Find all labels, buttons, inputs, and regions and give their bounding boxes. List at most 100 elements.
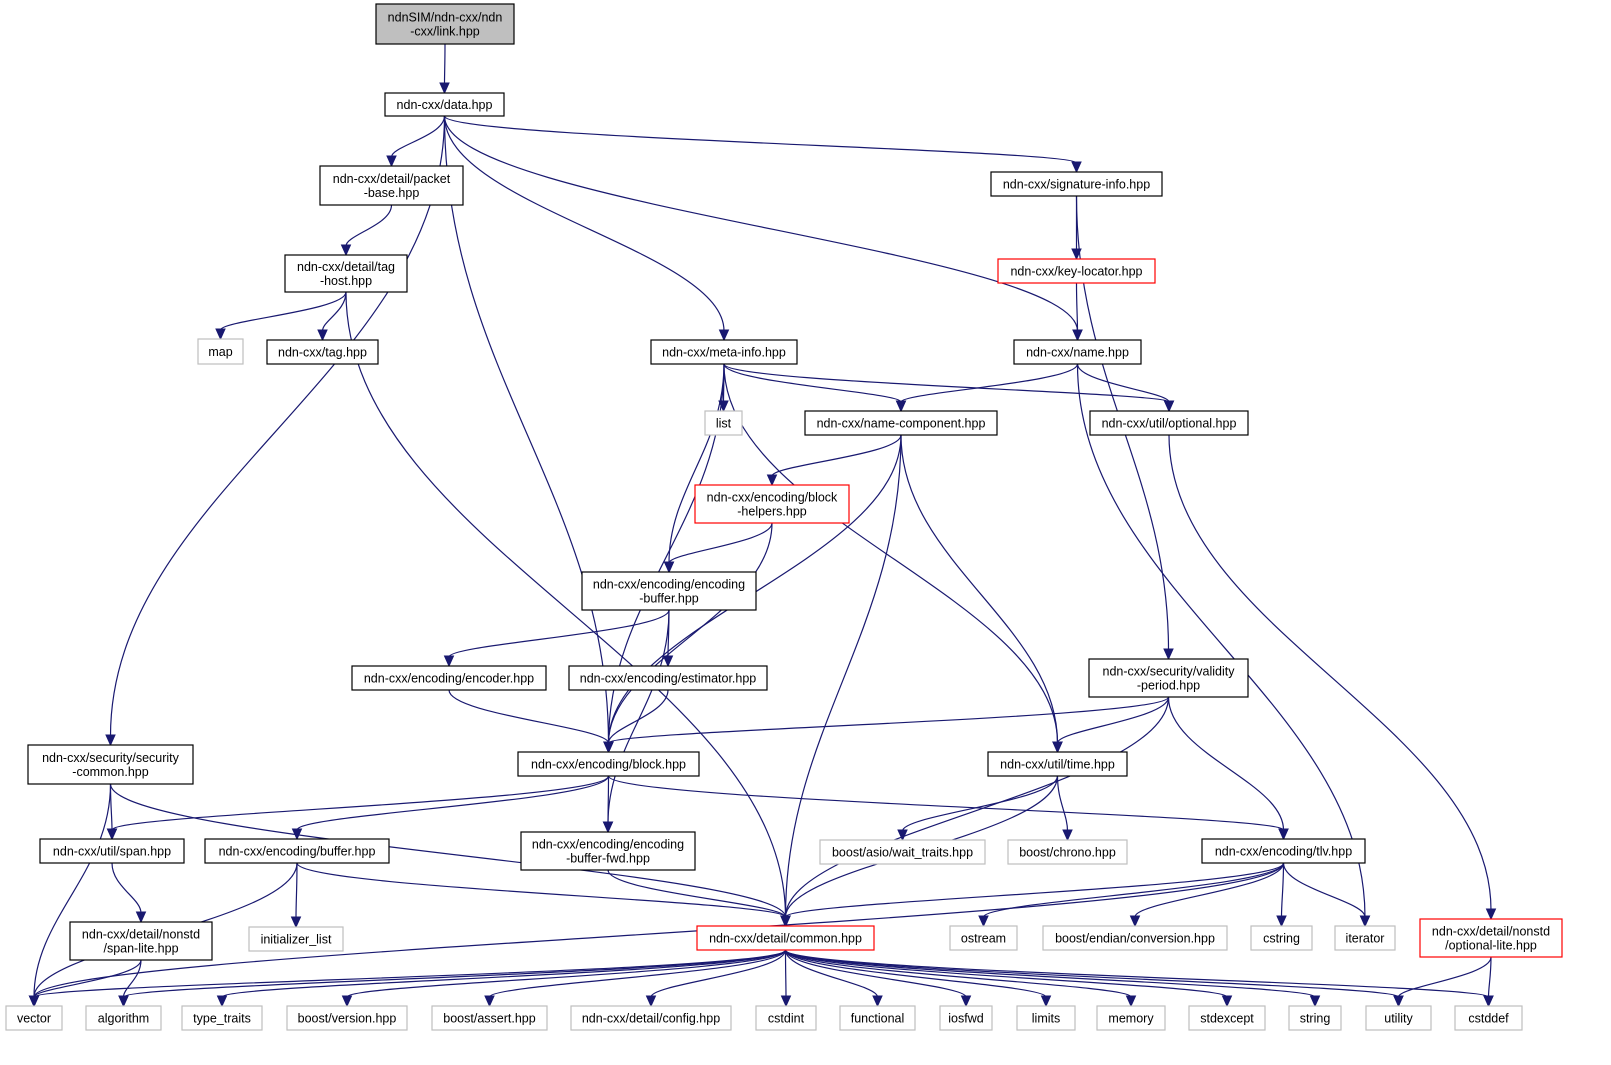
node-cstdint[interactable]: cstdint <box>755 1005 817 1031</box>
edge-common-to-cstddef <box>784 949 1494 1008</box>
node-label: initializer_list <box>261 933 332 947</box>
node-type-traits[interactable]: type_traits <box>181 1005 263 1031</box>
node-span[interactable]: ndn-cxx/util/span.hpp <box>39 838 185 864</box>
arrowhead-icon <box>105 734 116 747</box>
node-optional[interactable]: ndn-cxx/util/optional.hpp <box>1089 410 1249 436</box>
node-box <box>39 838 185 864</box>
node-data[interactable]: ndn-cxx/data.hpp <box>384 92 505 117</box>
node-stdexcept[interactable]: stdexcept <box>1188 1005 1266 1031</box>
node-boost-assert[interactable]: boost/assert.hpp <box>431 1005 548 1031</box>
node-memory[interactable]: memory <box>1096 1005 1166 1031</box>
node-label: ndn-cxx/name-component.hpp <box>817 417 986 431</box>
node-encoding-buffer-fwd[interactable]: ndn-cxx/encoding/encoding-buffer-fwd.hpp <box>520 831 696 871</box>
node-box <box>997 258 1156 284</box>
node-wait-traits[interactable]: boost/asio/wait_traits.hpp <box>819 839 986 865</box>
edge-validity_period-to-block <box>603 696 1170 754</box>
edge-encoding_buffer-to-estimator <box>662 609 674 668</box>
node-cstring[interactable]: cstring <box>1250 925 1313 951</box>
node-cstddef[interactable]: cstddef <box>1454 1005 1523 1031</box>
edge-span-to-span_lite <box>111 862 147 924</box>
node-iterator[interactable]: iterator <box>1334 925 1396 951</box>
node-string[interactable]: string <box>1288 1005 1342 1031</box>
arrowhead-icon <box>484 995 495 1008</box>
node-label: /optional-lite.hpp <box>1445 939 1537 953</box>
node-map[interactable]: map <box>197 338 244 365</box>
node-box <box>520 831 696 871</box>
node-security-common[interactable]: ndn-cxx/security/security-common.hpp <box>27 744 194 785</box>
node-encoding-buffer[interactable]: ndn-cxx/encoding/encoding-buffer.hpp <box>581 571 757 611</box>
node-buffer[interactable]: ndn-cxx/encoding/buffer.hpp <box>204 838 390 864</box>
node-optional-lite[interactable]: ndn-cxx/detail/nonstd/optional-lite.hpp <box>1419 918 1563 958</box>
node-box <box>431 1005 548 1031</box>
node-box <box>517 751 700 777</box>
node-chrono[interactable]: boost/chrono.hpp <box>1007 839 1128 865</box>
node-functional[interactable]: functional <box>839 1005 916 1031</box>
arrowhead-icon <box>895 400 907 413</box>
node-label: -common.hpp <box>72 765 148 779</box>
node-tlv[interactable]: ndn-cxx/encoding/tlv.hpp <box>1201 838 1366 864</box>
node-key-locator[interactable]: ndn-cxx/key-locator.hpp <box>997 258 1156 284</box>
node-utility[interactable]: utility <box>1365 1005 1432 1031</box>
node-encoder[interactable]: ndn-cxx/encoding/encoder.hpp <box>351 665 547 691</box>
arrowhead-icon <box>1278 828 1289 841</box>
arrowhead-icon <box>106 828 118 841</box>
node-initializer-list[interactable]: initializer_list <box>248 926 344 952</box>
node-label: stdexcept <box>1200 1012 1254 1026</box>
node-block-helpers[interactable]: ndn-cxx/encoding/block-helpers.hpp <box>694 484 850 524</box>
node-name[interactable]: ndn-cxx/name.hpp <box>1013 339 1142 365</box>
node-link[interactable]: ndnSIM/ndn-cxx/ndn-cxx/link.hpp <box>375 3 515 45</box>
node-config[interactable]: ndn-cxx/detail/config.hpp <box>570 1005 732 1031</box>
node-estimator[interactable]: ndn-cxx/encoding/estimator.hpp <box>568 665 768 691</box>
arrowhead-icon <box>215 328 226 341</box>
node-boost-version[interactable]: boost/version.hpp <box>286 1005 408 1031</box>
edge-common-to-functional <box>784 949 883 1008</box>
node-label: ndnSIM/ndn-cxx/ndn <box>388 11 503 25</box>
edge-common-to-iosfwd <box>784 949 972 1008</box>
node-span-lite[interactable]: ndn-cxx/detail/nonstd/span-lite.hpp <box>69 921 213 961</box>
arrowhead-icon <box>1221 995 1233 1008</box>
node-limits[interactable]: limits <box>1016 1005 1076 1031</box>
node-box <box>1250 925 1313 951</box>
node-tag-host[interactable]: ndn-cxx/detail/tag-host.hpp <box>284 254 408 293</box>
node-label: algorithm <box>98 1012 149 1026</box>
node-endian[interactable]: boost/endian/conversion.hpp <box>1042 925 1228 951</box>
node-label: ndn-cxx/security/validity <box>1103 665 1236 679</box>
node-time[interactable]: ndn-cxx/util/time.hpp <box>987 751 1128 777</box>
node-tag[interactable]: ndn-cxx/tag.hpp <box>266 339 379 365</box>
node-label: -helpers.hpp <box>737 505 807 519</box>
node-algorithm[interactable]: algorithm <box>85 1005 162 1031</box>
node-vector[interactable]: vector <box>5 1005 63 1031</box>
node-box <box>581 571 757 611</box>
node-validity-period[interactable]: ndn-cxx/security/validity-period.hpp <box>1088 658 1249 698</box>
node-signature-info[interactable]: ndn-cxx/signature-info.hpp <box>990 171 1163 197</box>
edge-validity_period-to-tlv <box>1167 696 1289 841</box>
edge-block-to-tlv <box>607 775 1289 841</box>
node-label: -period.hpp <box>1137 679 1200 693</box>
node-box <box>987 751 1128 777</box>
node-packet-base[interactable]: ndn-cxx/detail/packet-base.hpp <box>319 165 464 206</box>
arrowhead-icon <box>1483 995 1494 1008</box>
node-box <box>819 839 986 865</box>
node-label: memory <box>1108 1012 1154 1026</box>
edge-common-to-type_traits <box>216 949 787 1008</box>
edge-tlv-to-iterator <box>1282 862 1371 928</box>
node-label: ndn-cxx/name.hpp <box>1026 346 1129 360</box>
node-label: cstring <box>1263 932 1300 946</box>
node-meta-info[interactable]: ndn-cxx/meta-info.hpp <box>650 339 798 365</box>
node-common[interactable]: ndn-cxx/detail/common.hpp <box>696 925 875 951</box>
arrowhead-icon <box>1062 829 1073 842</box>
edge-name_component-to-time <box>900 434 1063 754</box>
node-name-component[interactable]: ndn-cxx/name-component.hpp <box>804 410 998 436</box>
edge-block-to-buffer <box>291 775 610 841</box>
node-box <box>266 339 379 365</box>
node-block[interactable]: ndn-cxx/encoding/block.hpp <box>517 751 700 777</box>
node-iosfwd[interactable]: iosfwd <box>939 1005 993 1031</box>
edge-common-to-utility <box>784 949 1404 1008</box>
node-ostream[interactable]: ostream <box>949 925 1018 951</box>
node-box <box>650 339 798 365</box>
node-label: map <box>208 345 232 359</box>
node-label: ndn-cxx/key-locator.hpp <box>1010 265 1142 279</box>
edge-common-to-vector <box>28 949 787 1008</box>
node-list[interactable]: list <box>704 410 743 436</box>
